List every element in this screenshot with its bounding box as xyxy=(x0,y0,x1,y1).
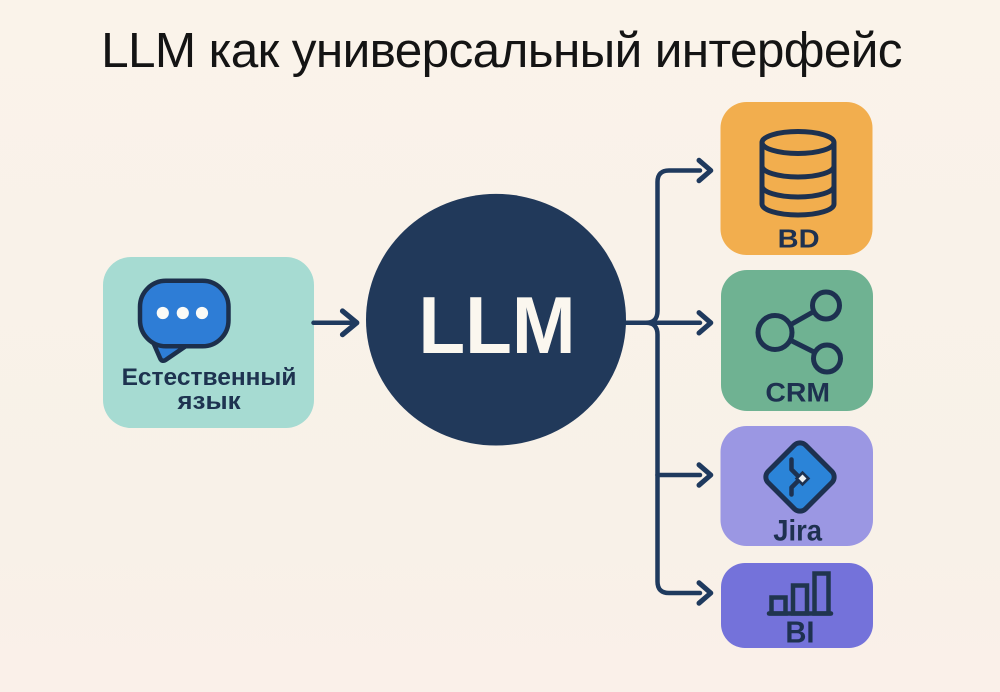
svg-text:Естественный: Естественный xyxy=(122,364,297,391)
svg-text:LLM как универсальный интерфей: LLM как универсальный интерфейс xyxy=(101,23,902,78)
svg-text:CRM: CRM xyxy=(765,377,830,407)
svg-text:BI: BI xyxy=(785,616,814,650)
svg-text:Jira: Jira xyxy=(773,515,822,548)
svg-text:LLM: LLM xyxy=(418,280,575,370)
svg-text:язык: язык xyxy=(176,388,241,415)
svg-text:BD: BD xyxy=(778,224,820,253)
